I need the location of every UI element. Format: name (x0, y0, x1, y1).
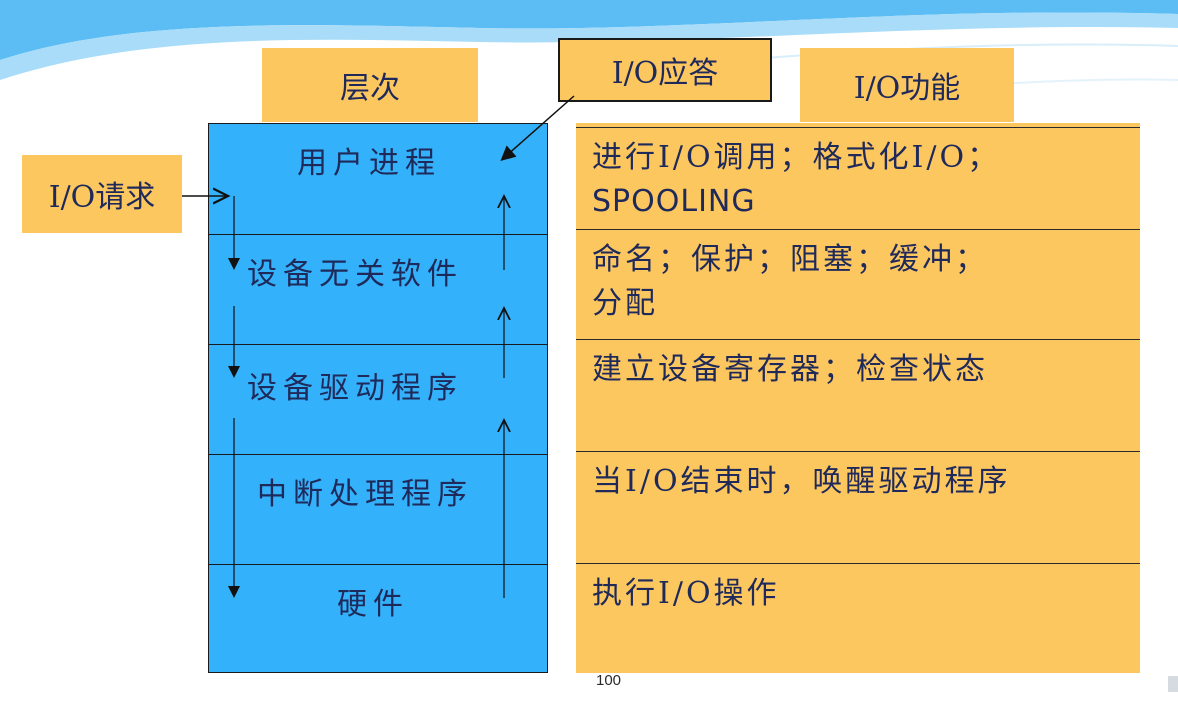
header-level: 层次 (262, 48, 478, 122)
layer-label: 硬件 (337, 587, 409, 622)
function-row-device-driver: 建立设备寄存器；检查状态 (576, 339, 1140, 451)
layer-row-device-driver: 设备驱动程序 (209, 344, 547, 454)
io-request-callout: I/O请求 (22, 155, 182, 233)
corner-mark (1168, 676, 1178, 692)
layer-label: 中断处理程序 (257, 477, 473, 512)
layer-row-device-independent: 设备无关软件 (209, 234, 547, 344)
function-line: 分配 (592, 286, 658, 321)
layer-stack: 用户进程 设备无关软件 设备驱动程序 中断处理程序 硬件 (208, 123, 548, 673)
function-line: SPOOLING (592, 184, 756, 219)
page-number: 100 (596, 672, 622, 689)
function-line: 命名；保护；阻塞；缓冲； (592, 242, 988, 277)
function-line: 建立设备寄存器；检查状态 (592, 352, 988, 387)
layer-label: 设备无关软件 (247, 257, 463, 292)
layer-label: 设备驱动程序 (247, 371, 463, 406)
header-io-function: I/O功能 (800, 48, 1014, 122)
layer-row-hardware: 硬件 (209, 564, 547, 674)
function-row-device-independent: 命名；保护；阻塞；缓冲； 分配 (576, 229, 1140, 339)
io-response-callout: I/O应答 (558, 38, 772, 102)
function-line: 进行I/O调用；格式化I/O； (592, 140, 1001, 175)
layer-label: 用户进程 (297, 146, 441, 181)
io-response-arrow (500, 95, 575, 161)
function-row-interrupt-handler: 当I/O结束时，唤醒驱动程序 (576, 451, 1140, 563)
function-row-hardware: 执行I/O操作 (576, 563, 1140, 673)
layer-row-interrupt-handler: 中断处理程序 (209, 454, 547, 564)
function-line: 执行I/O操作 (592, 576, 780, 611)
function-panel: 进行I/O调用；格式化I/O； SPOOLING 命名；保护；阻塞；缓冲； 分配… (576, 123, 1140, 673)
layer-row-user-process: 用户进程 (209, 124, 547, 234)
function-line: 当I/O结束时，唤醒驱动程序 (592, 464, 1011, 499)
function-row-user-process: 进行I/O调用；格式化I/O； SPOOLING (576, 127, 1140, 231)
